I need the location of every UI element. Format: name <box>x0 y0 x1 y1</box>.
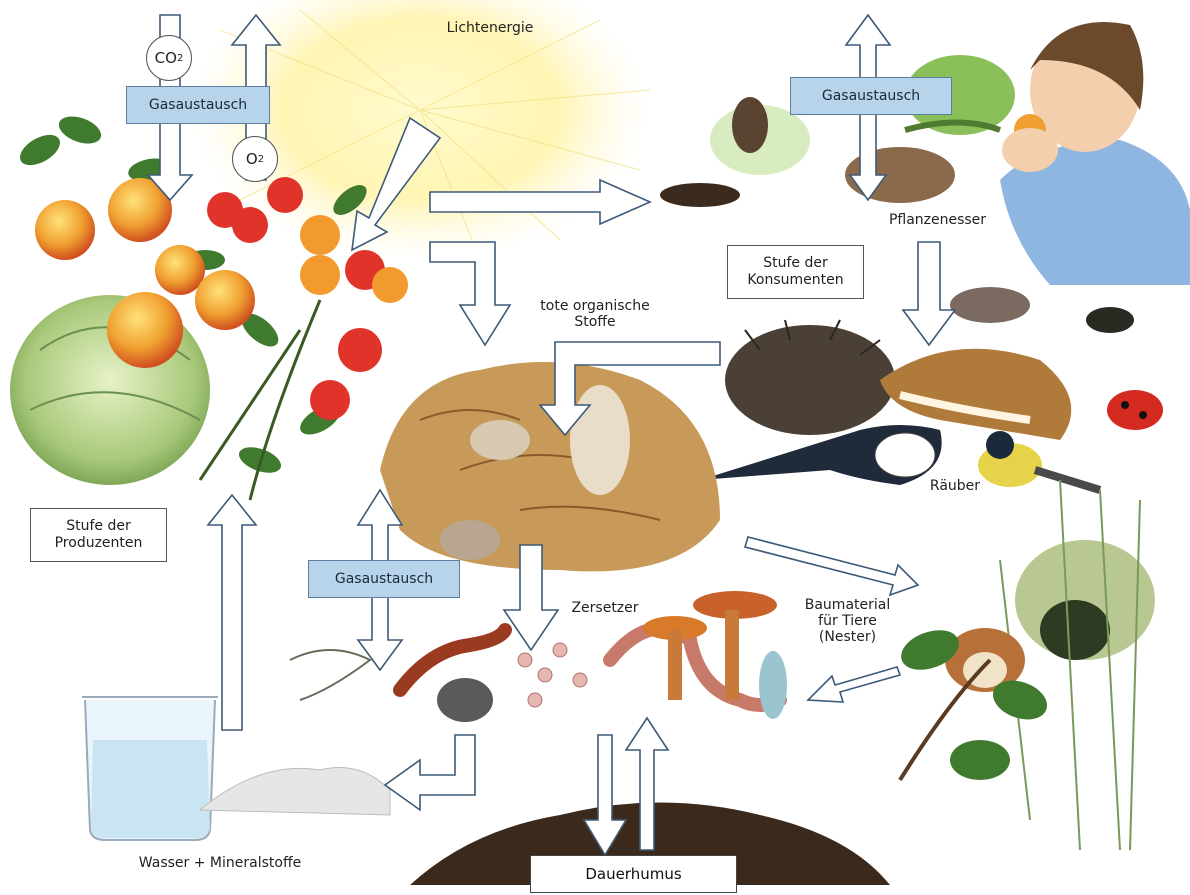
minerals-pile-illustration <box>200 768 390 816</box>
dead-matter-line2: Stoffe <box>520 314 670 330</box>
predators-label: Räuber <box>920 478 990 494</box>
producers-box: Stufe der Produzenten <box>30 508 167 562</box>
producers-line1: Stufe der <box>66 518 131 535</box>
dead-matter-label: tote organische Stoffe <box>520 298 670 330</box>
dead-matter-line1: tote organische <box>520 298 670 314</box>
mouse-nest-illustration <box>896 480 1155 850</box>
decomposers-to-minerals-arrow <box>385 735 475 810</box>
gas-exchange-decomposers: Gasaustausch <box>308 560 460 598</box>
light-to-dead-matter-arrow <box>430 242 510 345</box>
co2-label: CO <box>155 49 177 67</box>
building-material-label: Baumaterial für Tiere (Nester) <box>790 597 905 645</box>
decomposers-label: Zersetzer <box>560 600 650 616</box>
consumers-line2: Konsumenten <box>747 272 843 289</box>
minerals-to-plants-arrow <box>208 495 256 730</box>
consumers-box: Stufe der Konsumenten <box>727 245 864 299</box>
humus-box: Dauerhumus <box>530 855 737 893</box>
herbivores-label: Pflanzenesser <box>875 212 1000 228</box>
producers-line2: Produzenten <box>55 535 143 552</box>
consumers-line1: Stufe der <box>763 255 828 272</box>
water-minerals-label: Wasser + Mineralstoffe <box>100 855 340 871</box>
co2-subscript: 2 <box>177 53 183 64</box>
herbivore-to-predator-arrow <box>903 242 955 345</box>
o2-label: O <box>246 150 258 168</box>
dead-matter-illustration <box>380 362 720 571</box>
light-energy-label: Lichtenergie <box>425 20 555 36</box>
gas-exchange-consumers: Gasaustausch <box>790 77 952 115</box>
boy-illustration <box>1000 22 1190 285</box>
building-material-line2: für Tiere <box>790 613 905 629</box>
dead-to-nest-arrow <box>745 537 918 595</box>
building-material-line1: Baumaterial <box>790 597 905 613</box>
gas-exchange-producers: Gasaustausch <box>126 86 270 124</box>
building-material-line3: (Nester) <box>790 629 905 645</box>
o2-subscript: 2 <box>258 154 264 165</box>
beaker-illustration <box>82 697 218 840</box>
nest-to-decomposers-arrow <box>808 667 900 702</box>
